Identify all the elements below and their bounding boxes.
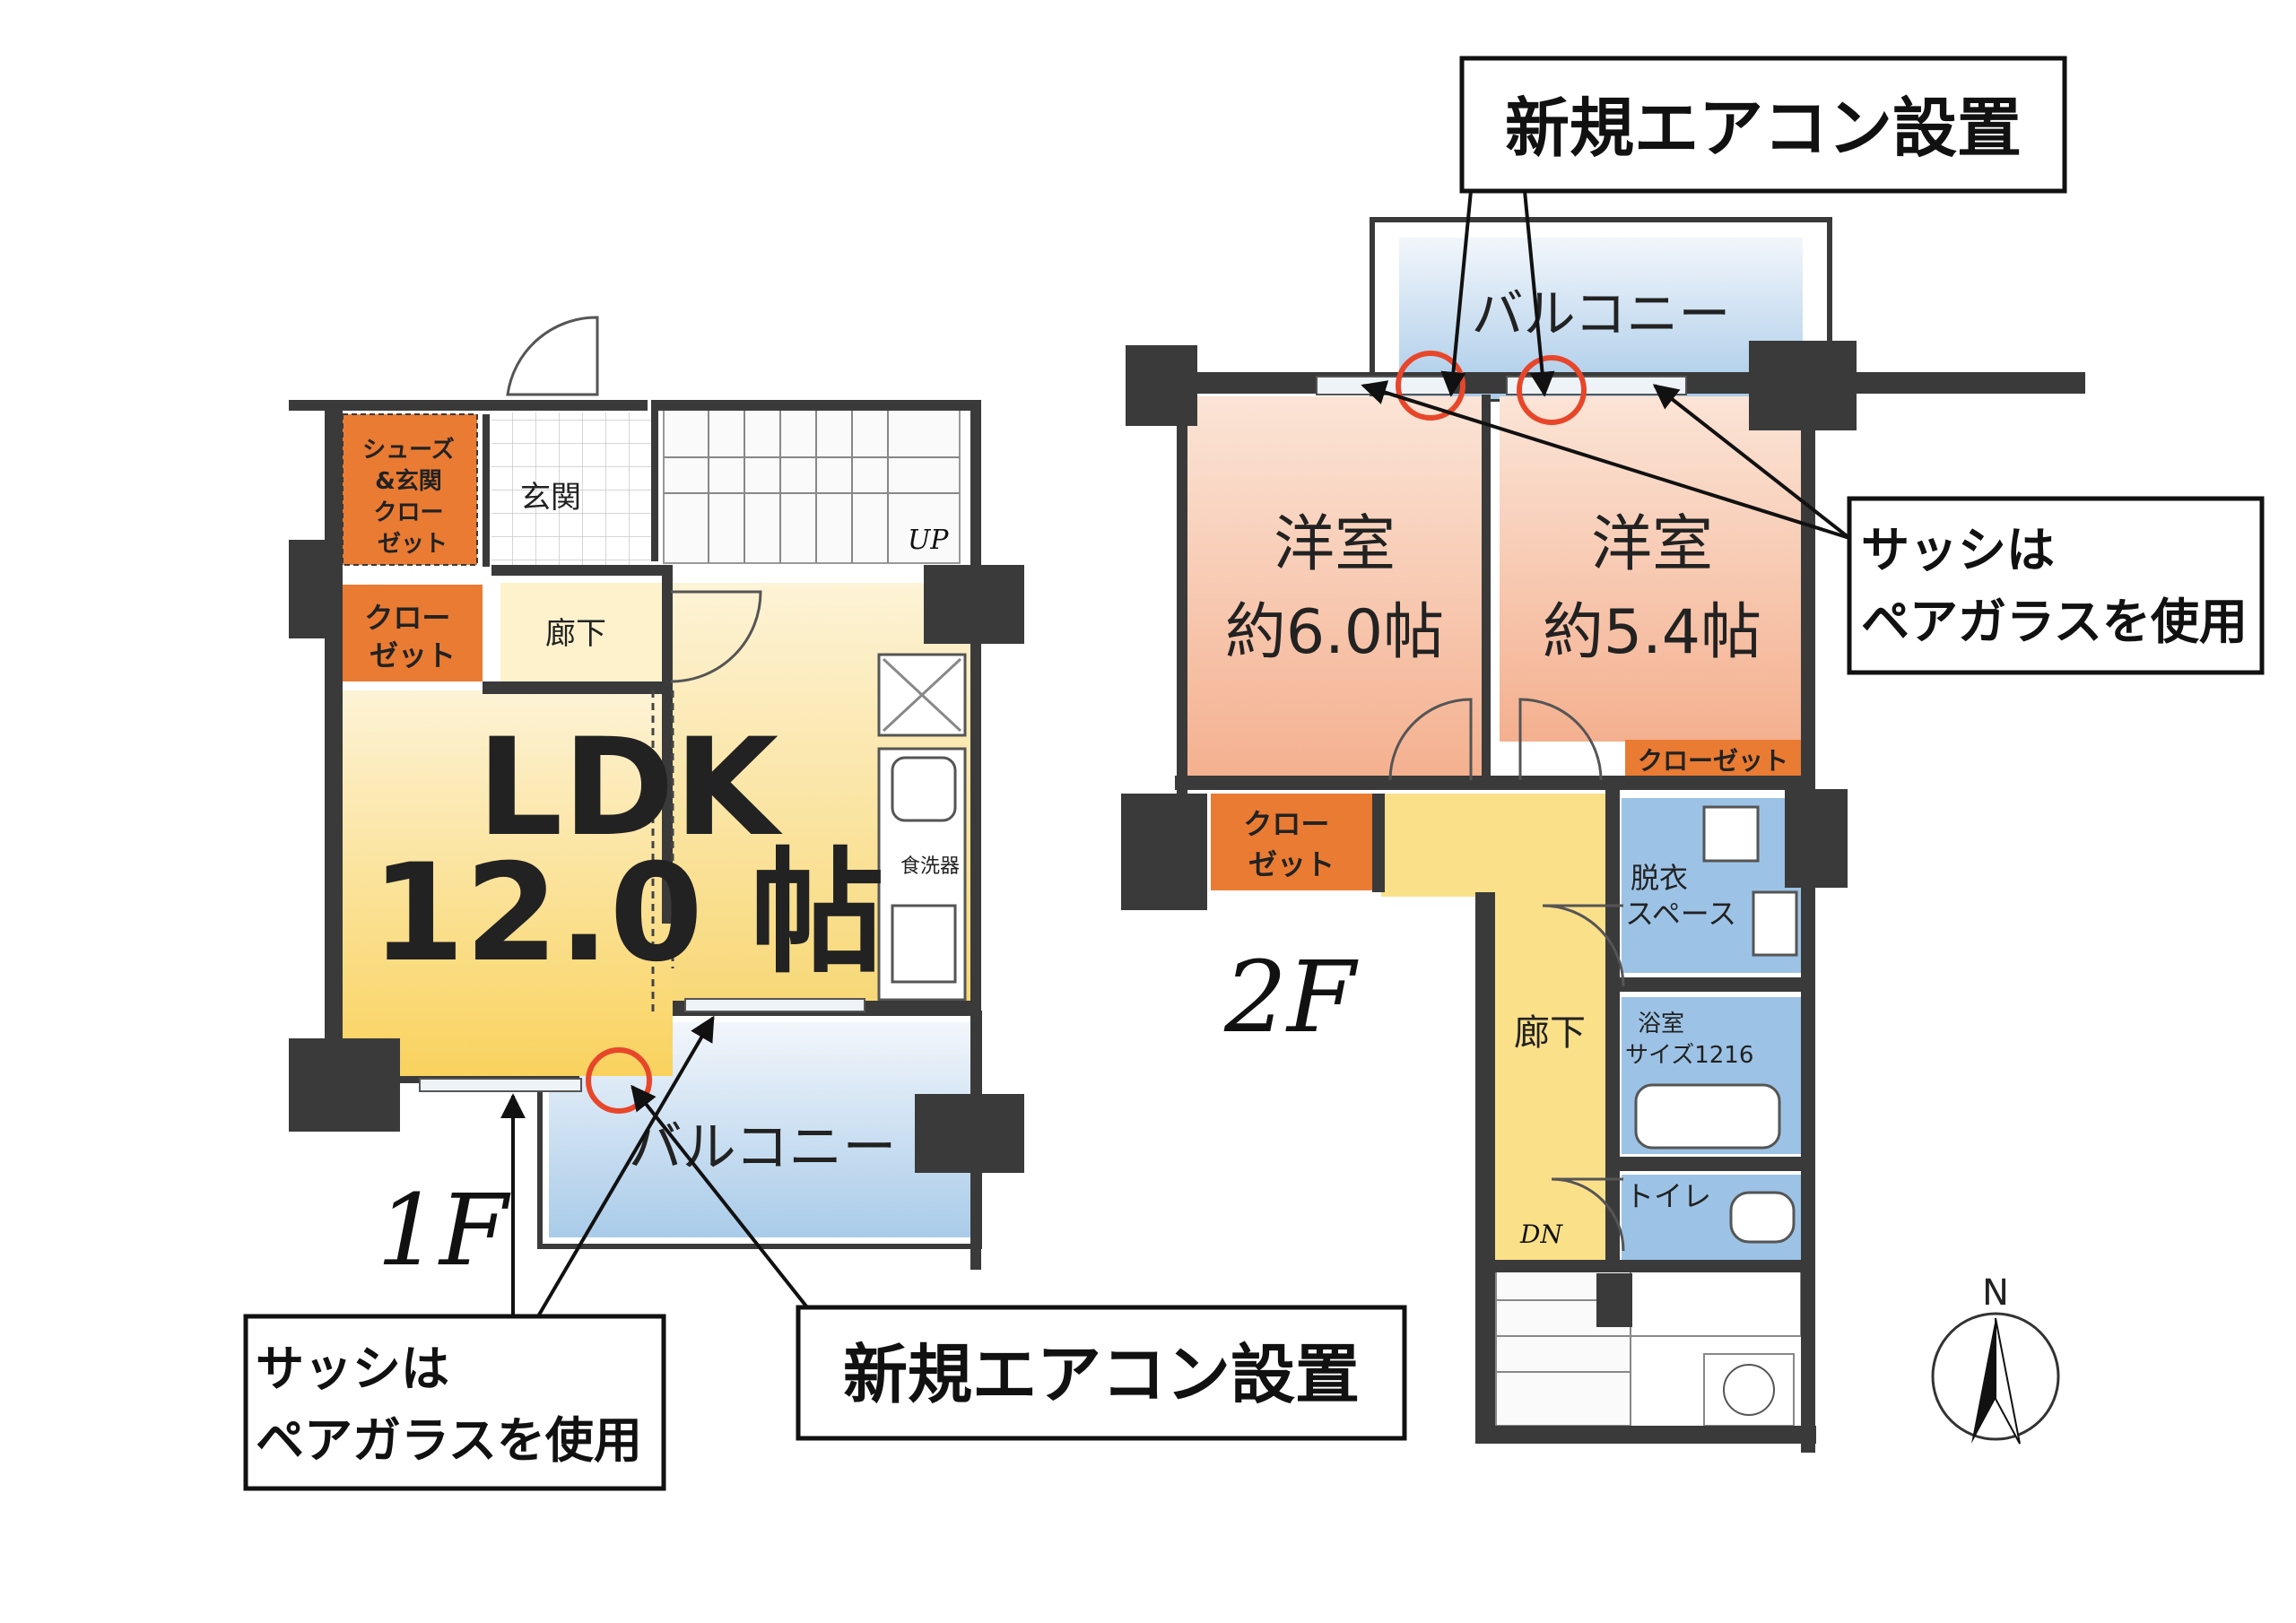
shoe-closet-label: シューズ &玄関 クロー ゼット	[362, 436, 463, 558]
toilet-label: トイレ	[1625, 1179, 1711, 1213]
callout-sash-left: サッシは ペアガラスを使用	[256, 1341, 642, 1469]
stair-up-label: UP	[908, 525, 949, 556]
western-room-1	[1186, 396, 1482, 780]
callout-aircon-top: 新規エアコン設置	[1505, 91, 2022, 166]
floor-2: バルコニー 洋室 約6.0帖 洋室 約5.4帖 クローゼット クロー ゼット 脱…	[1121, 217, 2085, 1453]
shoe-closet	[342, 413, 478, 566]
callouts: 新規エアコン設置 サッシは ペアガラスを使用 新規エアコン設置 サッシは ペアガ…	[243, 56, 2265, 1491]
western-room-2-label: 洋室	[1591, 509, 1713, 580]
aircon-marker-1f	[586, 1047, 652, 1114]
balcony-1f-label: バルコニー	[629, 1116, 897, 1179]
western-room-2-size: 約5.4帖	[1543, 597, 1761, 668]
western-room-1-label: 洋室	[1274, 509, 1396, 580]
sash-window-1f	[419, 998, 865, 1092]
ldk-label: LDK	[477, 710, 783, 866]
hallway-1f-label: 廊下	[545, 616, 606, 652]
closet-2f-right-label: クローゼット	[1638, 746, 1788, 776]
floor-2-label: 2F	[1223, 940, 1359, 1055]
closet-1f-label: クロー ゼット	[364, 601, 460, 673]
closet-2f-right	[1625, 740, 1805, 780]
dressing-space-label: 脱衣 スペース	[1625, 861, 1736, 931]
callout-sash-right: サッシは ペアガラスを使用	[1861, 522, 2248, 650]
ldk-room	[343, 690, 673, 1076]
hall-door	[670, 590, 762, 683]
closet-2f-left	[1211, 794, 1372, 890]
staircase-1f	[663, 401, 961, 564]
hallway-1f	[500, 583, 669, 681]
entrance-floor	[491, 412, 651, 565]
hallway-2f-label: 廊下	[1514, 1012, 1586, 1054]
bathroom-label: 浴室 サイズ1216	[1625, 1011, 1753, 1069]
ldk-size-label: 12.0 帖	[371, 836, 884, 992]
closet-1f	[343, 585, 483, 681]
compass: N	[1931, 1272, 2060, 1445]
floor-1: シューズ &玄関 クロー ゼット 玄関 クロー ゼット 廊下 LDK 12.0 …	[289, 316, 1024, 1288]
aircon-marker-2f-right	[1517, 355, 1587, 425]
dishwasher-label: 食洗器	[900, 855, 960, 878]
balcony-2f-label: バルコニー	[1472, 283, 1731, 344]
floor-1-label: 1F	[377, 1173, 511, 1288]
entrance-label: 玄関	[520, 480, 581, 516]
kitchen-counter	[877, 653, 967, 1002]
staircase-2f	[1495, 1263, 1802, 1427]
closet-2f-left-label: クロー ゼット	[1243, 807, 1339, 881]
callout-aircon-bottom: 新規エアコン設置	[843, 1337, 1360, 1412]
stair-down-label: DN	[1519, 1219, 1563, 1249]
western-room-2	[1500, 396, 1805, 742]
western-room-1-size: 約6.0帖	[1225, 597, 1444, 668]
entrance-door	[506, 316, 599, 396]
compass-north-label: N	[1982, 1272, 2009, 1314]
